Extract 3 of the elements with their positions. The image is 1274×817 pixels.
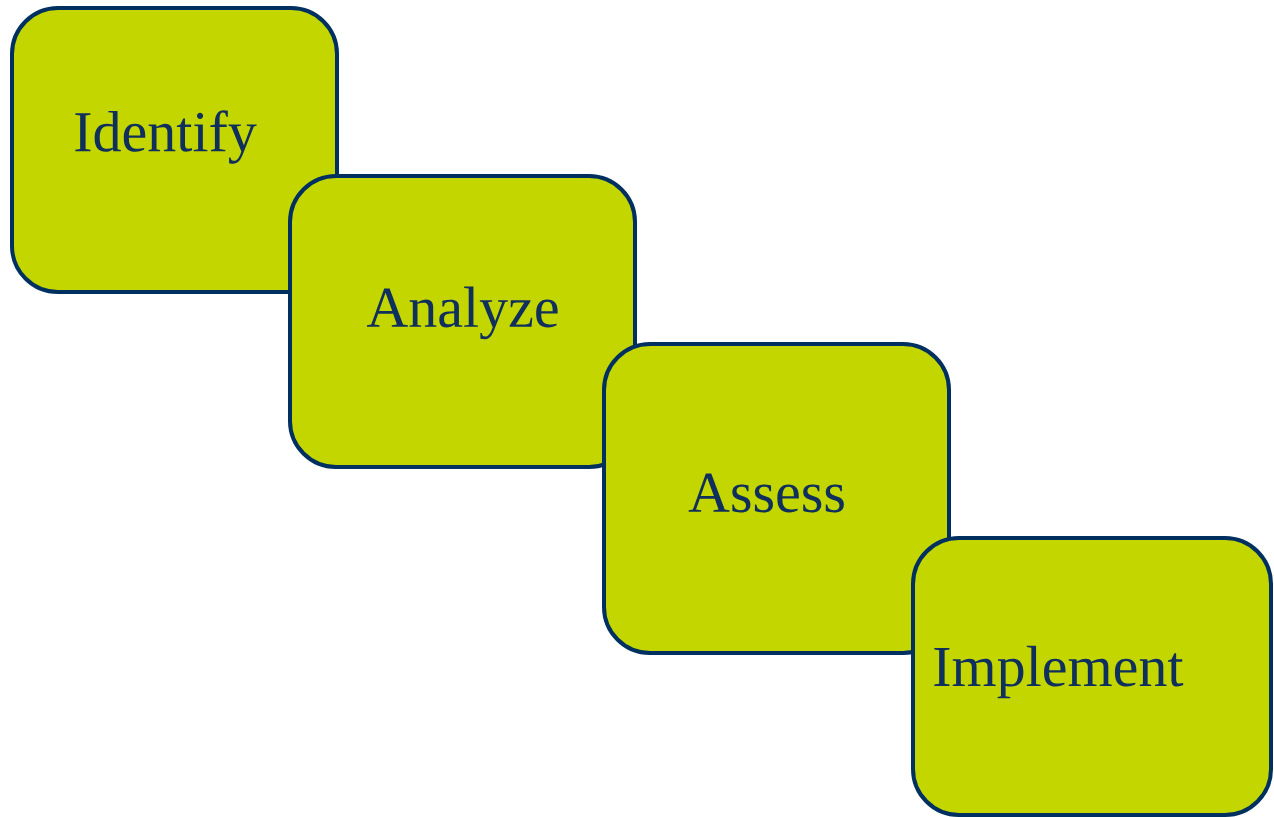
process-box: Implement [911, 536, 1273, 817]
process-box: Analyze [288, 174, 637, 469]
process-box: Identify [10, 6, 339, 294]
